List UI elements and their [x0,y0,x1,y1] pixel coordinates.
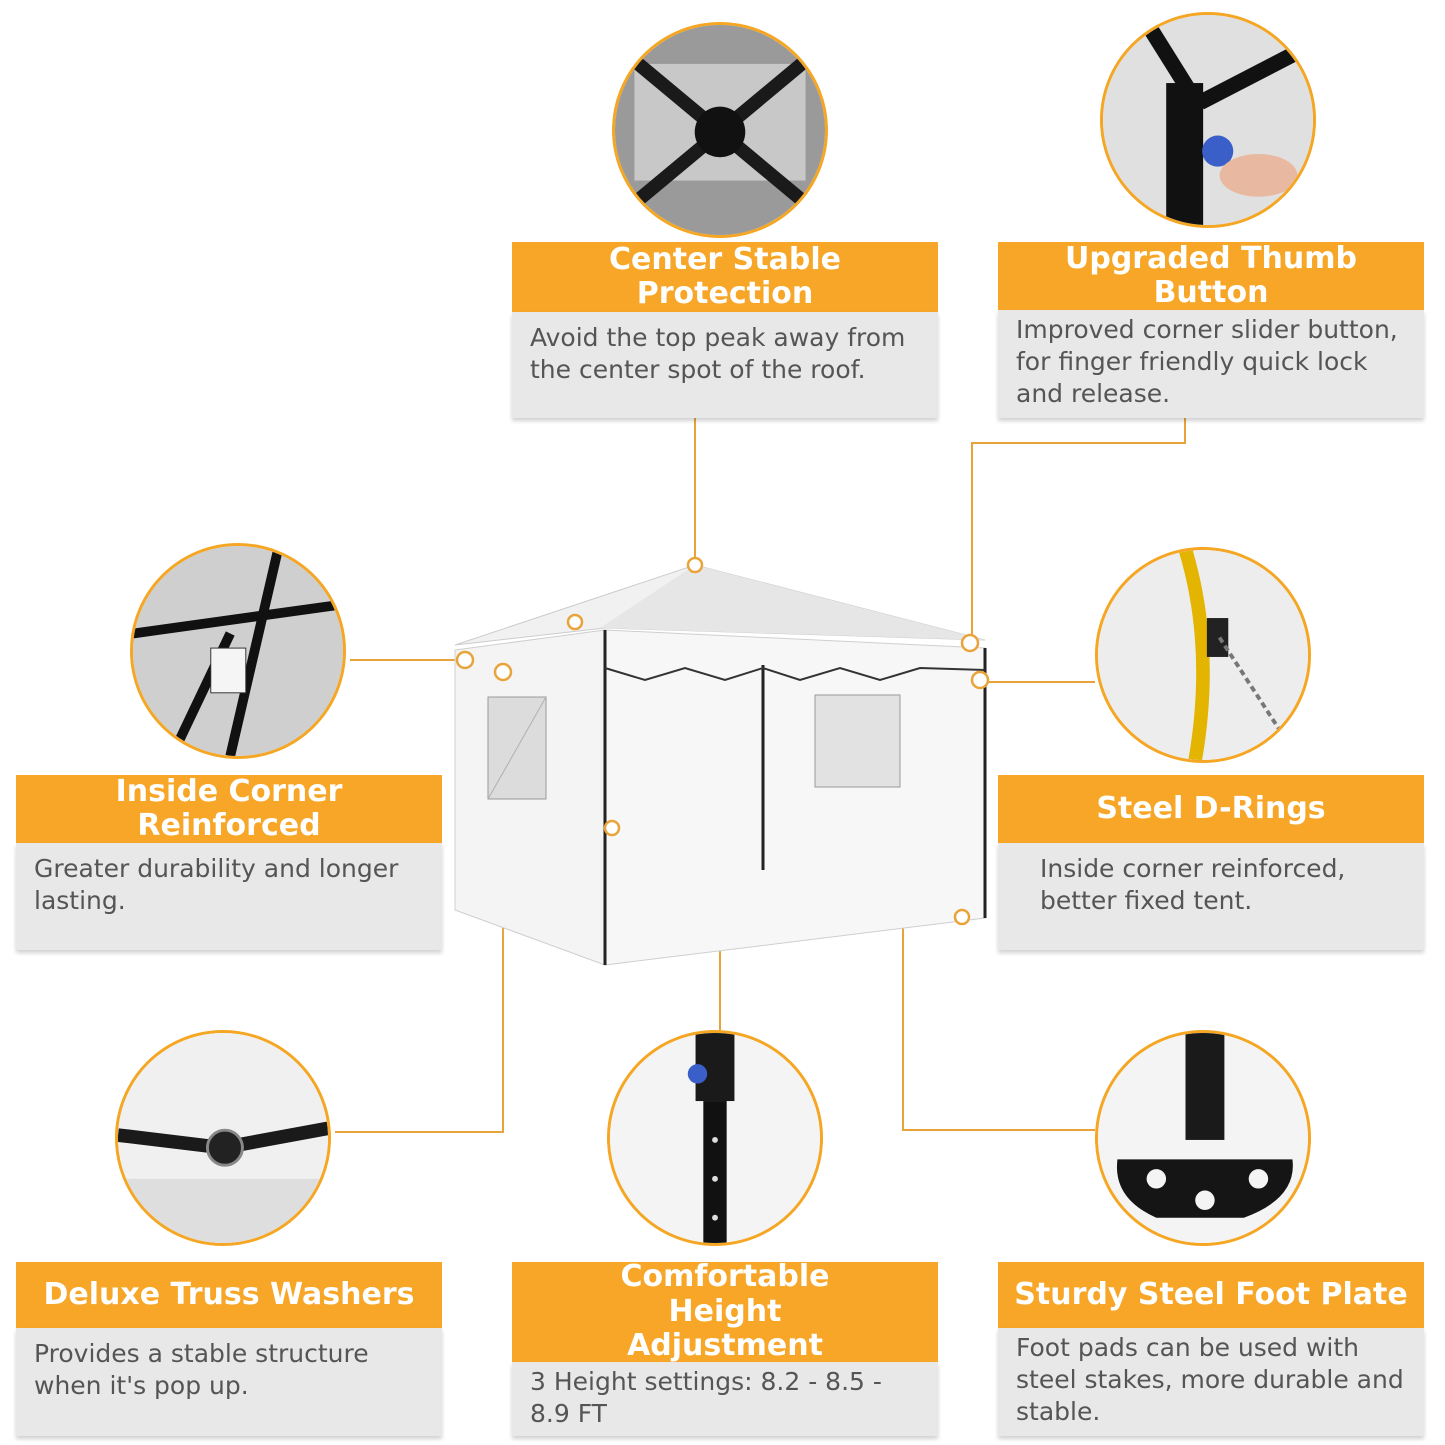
inside-corner-icon [130,543,346,759]
thumb-button-icon [1100,12,1316,228]
feature-description: Foot pads can be used with steel stakes,… [998,1328,1424,1436]
feature-description: Greater durability and longer lasting. [16,843,442,950]
truss-washer-icon [115,1030,331,1246]
feature-title: Comfortable Height Adjustment [512,1260,938,1363]
feature-title: Deluxe Truss Washers [16,1262,442,1328]
foot-plate-icon [1095,1030,1311,1246]
feature-title: Sturdy Steel Foot Plate [998,1262,1424,1328]
roof-center-icon [612,22,828,238]
d-ring-icon [1095,547,1311,763]
feature-title: Upgraded Thumb Button [998,241,1424,310]
feature-description: Inside corner reinforced, better fixed t… [998,843,1424,950]
tent-illustration [454,556,990,966]
feature-title: Inside Corner Reinforced [16,774,442,843]
feature-description: Improved corner slider button, for finge… [998,310,1424,418]
feature-description: Avoid the top peak away from the center … [512,312,938,418]
feature-title: Steel D-Rings [998,775,1424,843]
feature-description: Provides a stable structure when it's po… [16,1328,442,1436]
feature-description: 3 Height settings: 8.2 - 8.5 - 8.9 FT [512,1362,938,1436]
feature-title: Center Stable Protection [512,242,938,312]
height-leg-icon [607,1030,823,1246]
